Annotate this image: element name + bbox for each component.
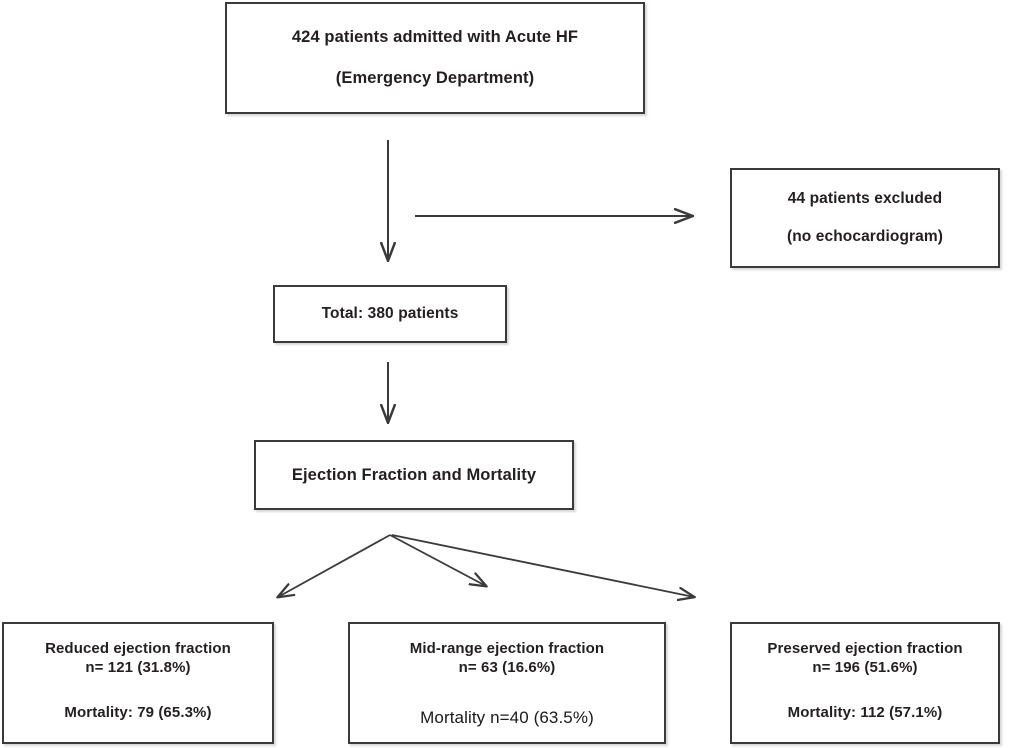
node-preserved-ejection-fraction: Preserved ejection fraction n= 196 (51.6… (730, 622, 1000, 744)
node-reduced-title: Reduced ejection fraction (4, 640, 272, 659)
ef-to-midrange-arrow (390, 535, 486, 586)
node-patients-admitted: 424 patients admitted with Acute HF (Eme… (225, 2, 645, 114)
node-admitted-line1: 424 patients admitted with Acute HF (227, 28, 643, 47)
node-reduced-count: n= 121 (31.8%) (4, 659, 272, 678)
ef-to-preserved-arrow (392, 535, 694, 597)
node-ef-mortality-line1: Ejection Fraction and Mortality (256, 466, 572, 485)
node-reduced-mortality: Mortality: 79 (65.3%) (4, 704, 272, 722)
node-midrange-ejection-fraction: Mid-range ejection fraction n= 63 (16.6%… (348, 622, 666, 744)
node-patients-excluded: 44 patients excluded (no echocardiogram) (730, 168, 1000, 268)
node-preserved-mortality: Mortality: 112 (57.1%) (732, 704, 998, 722)
node-excluded-line1: 44 patients excluded (732, 190, 998, 208)
node-total-line1: Total: 380 patients (275, 305, 505, 323)
ef-to-reduced-arrow (278, 535, 390, 597)
node-total-patients: Total: 380 patients (273, 285, 507, 343)
node-midrange-mortality: Mortality n=40 (63.5%) (350, 708, 664, 728)
node-preserved-title: Preserved ejection fraction (732, 640, 998, 659)
node-midrange-title: Mid-range ejection fraction (350, 640, 664, 659)
node-admitted-line2: (Emergency Department) (227, 69, 643, 88)
node-preserved-count: n= 196 (51.6%) (732, 659, 998, 678)
node-ejection-fraction-and-mortality: Ejection Fraction and Mortality (254, 440, 574, 510)
node-excluded-line2: (no echocardiogram) (732, 228, 998, 246)
node-midrange-count: n= 63 (16.6%) (350, 659, 664, 678)
node-reduced-ejection-fraction: Reduced ejection fraction n= 121 (31.8%)… (2, 622, 274, 744)
